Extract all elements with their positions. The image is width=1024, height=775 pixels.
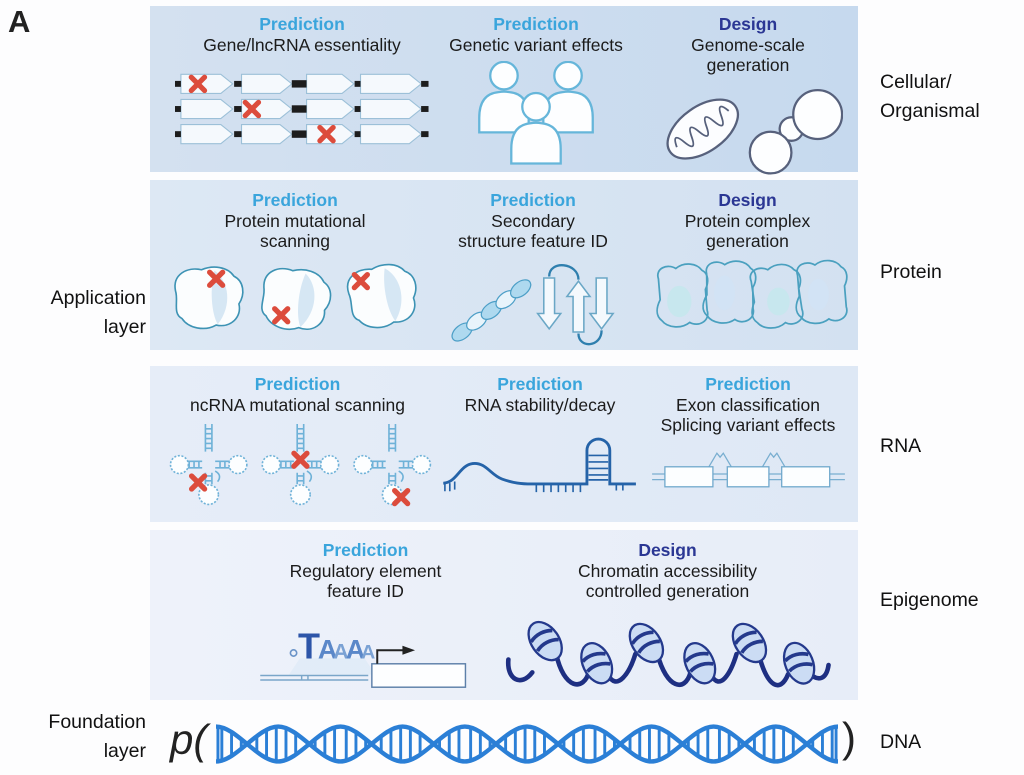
cell-title-line: Protein complex bbox=[684, 210, 811, 231]
cell-title-line: generation bbox=[706, 55, 790, 76]
cell-kind-label: Prediction bbox=[259, 14, 345, 34]
cell-title-line: generation bbox=[706, 231, 789, 252]
sequence-logo-icon: T A A A A bbox=[259, 625, 466, 688]
cell-title-line: controlled generation bbox=[585, 581, 750, 602]
secondary-structure-icon bbox=[451, 264, 615, 346]
cell-title-line: Secondary bbox=[491, 210, 575, 231]
layer-label-cellular: Cellular/ Organismal bbox=[880, 68, 1020, 127]
band-epigenome: Prediction Regulatory element feature ID… bbox=[150, 530, 858, 700]
band-rna: Prediction ncRNA mutational scanning bbox=[150, 366, 858, 522]
cell-title-line: Gene/lncRNA essentiality bbox=[203, 34, 401, 55]
svg-text:T: T bbox=[298, 625, 320, 666]
cell-gene-essentiality: Prediction Gene/lncRNA essentiality bbox=[162, 14, 442, 157]
cell-title-line: Exon classification bbox=[676, 394, 820, 415]
layer-label-protein: Protein bbox=[880, 261, 942, 283]
cell-title-line: Chromatin accessibility bbox=[578, 560, 757, 581]
svg-text:A: A bbox=[317, 634, 337, 664]
trna-icon bbox=[169, 423, 431, 507]
cell-genome-scale-generation: Design Genome-scale generation bbox=[642, 14, 854, 177]
svg-text:A: A bbox=[333, 638, 349, 663]
layer-label-epigenome: Epigenome bbox=[880, 589, 979, 611]
cell-kind-label: Prediction bbox=[322, 540, 409, 560]
cell-protein-mutational-scanning: Prediction Protein mutational scanning bbox=[165, 190, 425, 336]
application-layer-label: Application layer bbox=[10, 284, 146, 343]
cell-title-line: Genome-scale bbox=[691, 34, 805, 55]
cell-secondary-structure: Prediction Secondary structure feature I… bbox=[428, 190, 638, 352]
cell-chromatin-accessibility: Design Chromatin accessibility controlle… bbox=[500, 540, 835, 700]
layer-label-line: Organismal bbox=[880, 100, 980, 123]
cell-kind-label: Prediction bbox=[490, 190, 576, 210]
foundation-layer-label: Foundation layer bbox=[10, 708, 146, 767]
cell-title-line: Protein mutational bbox=[224, 210, 366, 231]
cell-title-line: RNA stability/decay bbox=[464, 394, 616, 415]
cell-title-line: scanning bbox=[259, 231, 331, 252]
cell-kind-label: Prediction bbox=[252, 190, 338, 210]
protein-blobs-icon bbox=[174, 260, 421, 336]
cell-protein-complex-generation: Design Protein complex generation bbox=[640, 190, 855, 332]
cell-title-line: Regulatory element bbox=[289, 560, 442, 581]
people-icon bbox=[478, 61, 594, 165]
application-layer-line: layer bbox=[103, 316, 146, 339]
cell-regulatory-element: Prediction Regulatory element feature ID… bbox=[238, 540, 493, 689]
nucleosome-chain-icon bbox=[505, 613, 831, 690]
cell-title-line: Genetic variant effects bbox=[449, 34, 623, 55]
cell-title-line: feature ID bbox=[327, 581, 404, 602]
cell-kind-label: Design bbox=[718, 14, 778, 34]
mitochondria-cell-icon bbox=[666, 88, 843, 175]
layer-label-dna: DNA bbox=[880, 731, 922, 753]
band-protein: Prediction Protein mutational scanning bbox=[150, 180, 858, 350]
cell-exon-classification: Prediction Exon classification Splicing … bbox=[638, 374, 858, 498]
panel-label: A bbox=[8, 4, 31, 39]
cell-title-line: Splicing variant effects bbox=[660, 415, 836, 436]
cell-rna-stability-decay: Prediction RNA stability/decay bbox=[442, 374, 638, 503]
cell-title-line: structure feature ID bbox=[458, 231, 608, 252]
cell-ncrna-mutational-scanning: Prediction ncRNA mutational scanning bbox=[155, 374, 440, 509]
cell-kind-label: Prediction bbox=[705, 374, 791, 394]
cell-genetic-variant-effects: Prediction Genetic variant effects bbox=[432, 14, 640, 169]
application-layer-line: Application bbox=[50, 287, 146, 309]
dna-helix-icon bbox=[216, 724, 838, 764]
layer-label-rna: RNA bbox=[880, 435, 922, 457]
layer-label-line: Cellular/ bbox=[880, 71, 952, 93]
gene-essentiality-icon bbox=[174, 73, 429, 145]
rna-hairpin-icon bbox=[443, 437, 636, 493]
svg-text:A: A bbox=[361, 641, 375, 663]
exon-splicing-icon bbox=[651, 451, 845, 488]
foundation-layer-line: Foundation bbox=[48, 711, 146, 733]
probability-open: p( bbox=[170, 716, 208, 763]
svg-text:A: A bbox=[345, 634, 365, 664]
foundation-layer-line: layer bbox=[103, 740, 146, 763]
cell-kind-label: Design bbox=[718, 190, 777, 210]
band-cellular-organismal: Prediction Gene/lncRNA essentiality bbox=[150, 6, 858, 175]
cell-kind-label: Prediction bbox=[493, 14, 579, 34]
protein-complex-icon bbox=[655, 258, 848, 331]
cell-kind-label: Prediction bbox=[497, 374, 583, 394]
cell-kind-label: Prediction bbox=[254, 374, 341, 394]
cell-title-line: ncRNA mutational scanning bbox=[190, 394, 405, 415]
cell-kind-label: Design bbox=[638, 540, 697, 560]
probability-close: ) bbox=[842, 714, 856, 761]
